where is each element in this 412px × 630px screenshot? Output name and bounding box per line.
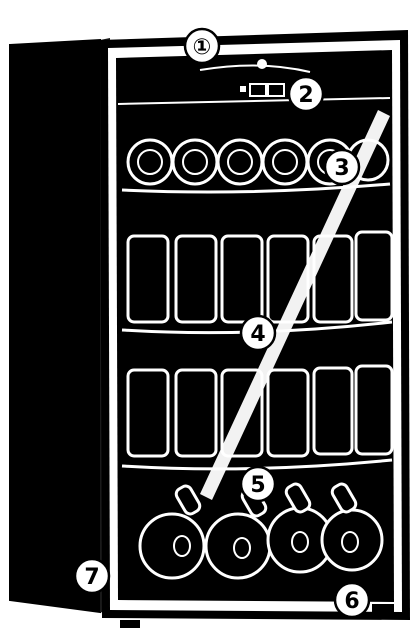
can-row-upper bbox=[126, 230, 394, 324]
bottle-icon bbox=[320, 482, 384, 572]
can-icon bbox=[126, 234, 170, 324]
callout-5: 5 bbox=[239, 465, 277, 503]
cabinet-body bbox=[9, 38, 110, 614]
bottle-icon bbox=[266, 482, 334, 574]
callout-label: 2 bbox=[298, 83, 313, 108]
callout-7: 7 bbox=[73, 557, 111, 595]
callout-6: 6 bbox=[333, 581, 371, 619]
base bbox=[120, 604, 394, 628]
can-icon bbox=[174, 234, 218, 324]
callout-1: ① bbox=[183, 27, 221, 65]
callout-2: 2 bbox=[287, 75, 325, 113]
can-icon bbox=[312, 366, 354, 456]
can-icon bbox=[354, 230, 394, 322]
foot-icon bbox=[372, 604, 394, 612]
control-panel-icon bbox=[117, 83, 391, 105]
callout-label: 4 bbox=[250, 322, 265, 347]
top-control-strip bbox=[118, 59, 390, 78]
can-icon bbox=[220, 234, 264, 324]
bottle-row-bottom bbox=[138, 482, 384, 580]
bottle-row-top bbox=[126, 138, 390, 186]
foot-icon bbox=[120, 620, 140, 628]
can-icon bbox=[354, 364, 394, 456]
callout-label: ① bbox=[193, 35, 212, 60]
bottle-icon bbox=[138, 484, 206, 580]
glass-reflection bbox=[200, 110, 390, 500]
can-icon bbox=[126, 368, 170, 458]
callout-3: 3 bbox=[323, 148, 361, 186]
callout-label: 6 bbox=[344, 589, 359, 614]
callout-4: 4 bbox=[239, 314, 277, 352]
interior bbox=[121, 110, 394, 580]
callout-label: 3 bbox=[334, 156, 349, 181]
can-icon bbox=[174, 368, 218, 458]
can-icon bbox=[266, 368, 310, 458]
callout-label: 5 bbox=[250, 473, 265, 498]
door-handle-knob-icon bbox=[257, 59, 267, 69]
callout-label: 7 bbox=[84, 565, 99, 590]
